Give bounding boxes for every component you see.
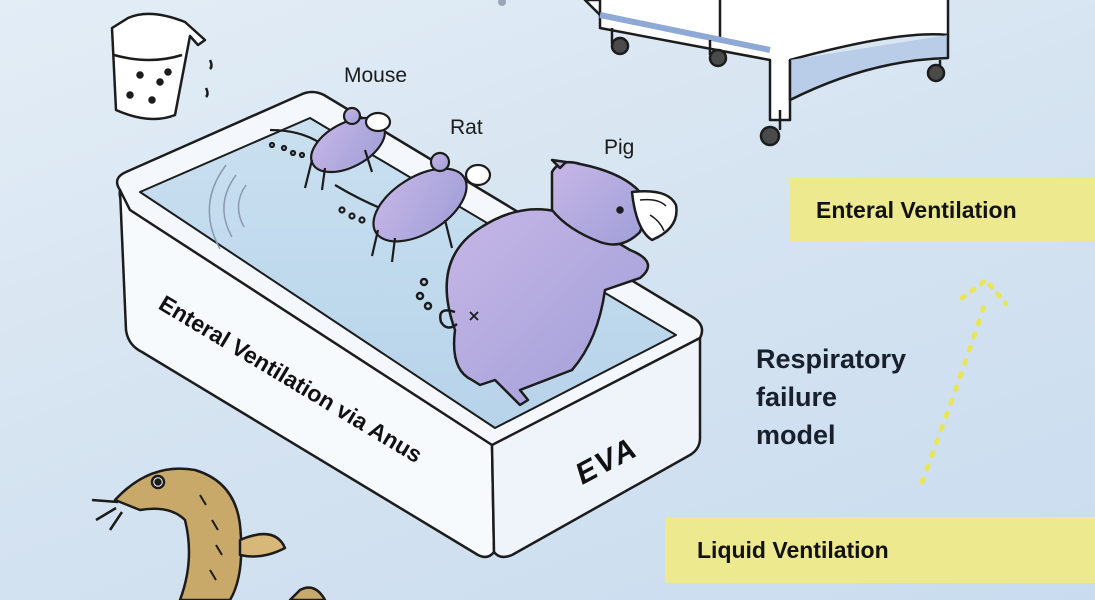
mouse-label: Mouse bbox=[344, 64, 408, 87]
progression-arrow bbox=[919, 276, 1009, 485]
rat-label: Rat bbox=[450, 116, 483, 139]
rf-line-3: model bbox=[756, 420, 836, 450]
loach-illustration bbox=[91, 467, 327, 600]
rf-line-1: Respiratory bbox=[756, 344, 907, 374]
hospital-bed-icon bbox=[498, 0, 950, 147]
beaker-icon bbox=[110, 12, 213, 121]
mouse-illustration bbox=[268, 106, 392, 191]
liquid-ventilation-label: Liquid Ventilation bbox=[697, 536, 889, 563]
liquid-ventilation-box: Liquid Ventilation bbox=[665, 517, 1095, 583]
enteral-ventilation-label: Enteral Ventilation bbox=[816, 196, 1017, 223]
rat-illustration bbox=[334, 151, 492, 263]
respiratory-failure-model-text: Respiratory failure model bbox=[756, 340, 906, 454]
pig-label: Pig bbox=[604, 136, 635, 159]
rf-line-2: failure bbox=[756, 382, 838, 412]
enteral-ventilation-box: Enteral Ventilation bbox=[790, 178, 1095, 242]
pig-illustration bbox=[415, 158, 678, 407]
